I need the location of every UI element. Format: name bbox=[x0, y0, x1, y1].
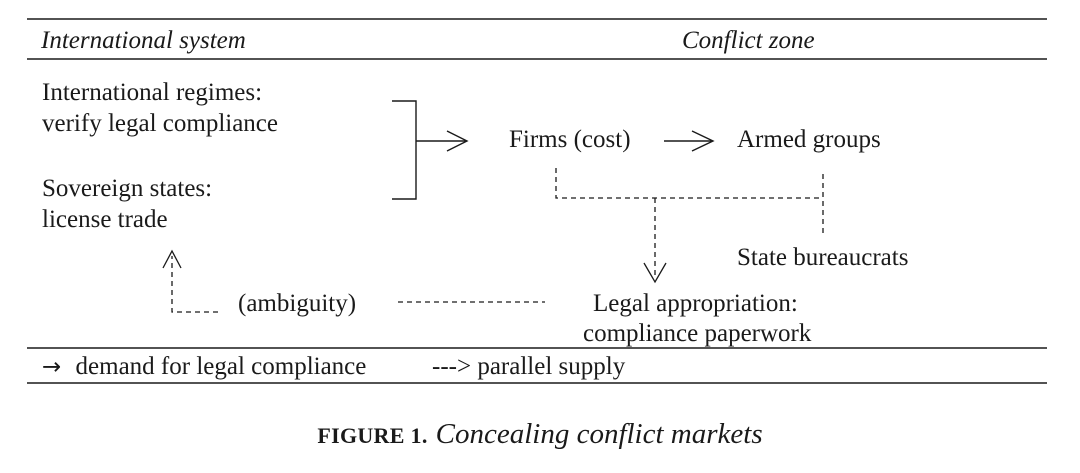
dashed-bracket bbox=[555, 168, 823, 199]
legend-dashed-text: ---> parallel supply bbox=[432, 353, 626, 380]
node-regimes-line2: verify legal compliance bbox=[42, 110, 278, 137]
bracket-connector bbox=[392, 100, 417, 200]
figure-caption: FIGURE 1. Concealing conflict markets bbox=[0, 418, 1080, 451]
legend-solid: → demand for legal compliance bbox=[42, 351, 366, 383]
firms-to-armed-arrowhead bbox=[691, 130, 715, 152]
header-conflict-zone: Conflict zone bbox=[682, 27, 815, 54]
caption-title: Concealing conflict markets bbox=[435, 418, 763, 450]
node-states-line2: license trade bbox=[42, 206, 168, 233]
node-appropriation-line1: Legal appropriation: bbox=[593, 290, 798, 317]
node-firms: Firms (cost) bbox=[509, 126, 631, 153]
right-arrow-icon: → bbox=[42, 354, 62, 380]
legend-solid-text: demand for legal compliance bbox=[75, 353, 367, 380]
caption-label: FIGURE 1. bbox=[317, 423, 428, 448]
node-appropriation-line2: compliance paperwork bbox=[583, 320, 812, 347]
node-states-line1: Sovereign states: bbox=[42, 175, 213, 202]
node-ambiguity: (ambiguity) bbox=[238, 290, 357, 317]
dashed-return-to-states bbox=[171, 256, 218, 313]
node-armed-groups: Armed groups bbox=[737, 126, 881, 153]
dashed-down-arrowhead bbox=[643, 262, 667, 284]
dashed-up-arrowhead bbox=[162, 249, 182, 269]
header-international-system: International system bbox=[41, 27, 246, 54]
bracket-arrowhead bbox=[446, 130, 469, 152]
node-regimes-line1: International regimes: bbox=[42, 79, 263, 106]
node-state-bureaucrats: State bureaucrats bbox=[737, 244, 909, 271]
